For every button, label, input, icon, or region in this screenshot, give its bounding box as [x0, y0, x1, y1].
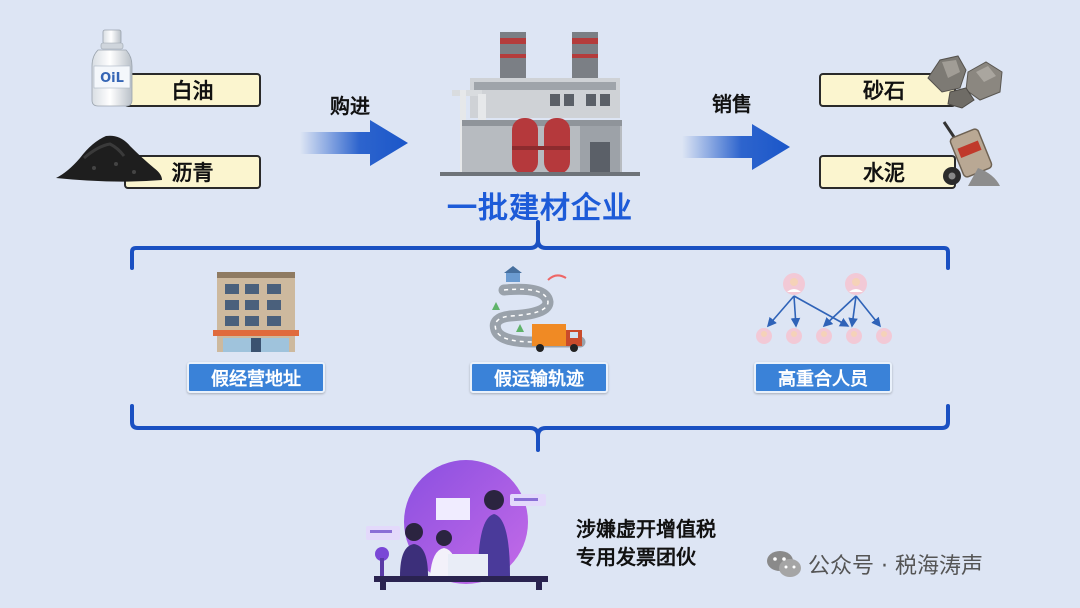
cement-label: 水泥	[863, 161, 905, 185]
watermark-text: 公众号 · 税海涛声	[808, 554, 983, 579]
wechat-icon	[767, 551, 801, 577]
factory-icon	[440, 32, 640, 176]
office-building-icon	[213, 272, 299, 352]
oil-bottle-text: OiL	[100, 71, 124, 86]
oil-label-box: 白油	[124, 73, 261, 107]
cement-label-box: 水泥	[819, 155, 956, 189]
bottom-bracket	[130, 404, 950, 452]
transport-route-icon	[489, 266, 586, 352]
asphalt-pile-icon	[56, 135, 162, 182]
oil-label: 白油	[171, 79, 214, 103]
enterprise-title: 一批建材企业	[447, 191, 633, 226]
overlapping-people-icon	[756, 273, 892, 344]
buy-label: 购进	[330, 94, 370, 118]
team-description: 涉嫌虚开增值税 专用发票团伙	[576, 515, 716, 571]
team-description-line2: 专用发票团伙	[576, 545, 696, 569]
gravel-label: 砂石	[863, 79, 905, 103]
asphalt-label-box: 沥青	[124, 155, 261, 189]
oil-bottle-icon: OiL	[91, 29, 133, 107]
sell-label: 销售	[712, 92, 752, 116]
team-description-line1: 涉嫌虚开增值税	[576, 517, 716, 541]
fake-address-tag: 假经营地址	[187, 362, 325, 393]
gravel-stones-icon	[927, 55, 1003, 109]
cement-mixer-icon	[942, 121, 1000, 186]
watermark: 公众号 · 税海涛声	[766, 548, 983, 580]
sell-arrow-icon	[682, 124, 790, 170]
team-meeting-illustration	[366, 460, 548, 590]
fake-transport-tag: 假运输轨迹	[470, 362, 608, 393]
fake-address-label: 假经营地址	[211, 368, 301, 390]
overlapping-personnel-tag: 高重合人员	[754, 362, 892, 393]
asphalt-label: 沥青	[171, 161, 214, 185]
overlapping-personnel-label: 高重合人员	[778, 368, 868, 390]
fake-transport-label: 假运输轨迹	[494, 368, 584, 390]
buy-arrow-icon	[300, 120, 408, 166]
top-bracket	[130, 220, 950, 270]
